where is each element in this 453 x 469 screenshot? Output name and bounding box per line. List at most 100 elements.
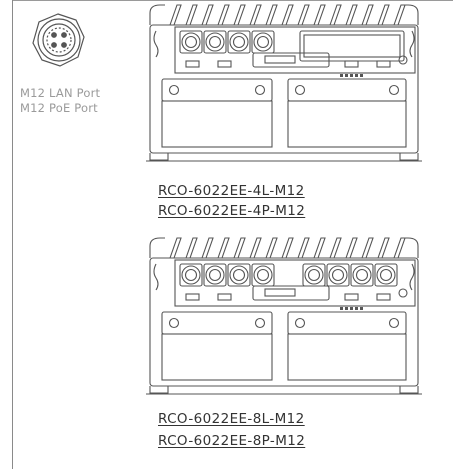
m12-lan-port-label: M12 LAN Port <box>20 86 101 100</box>
display-port-bracket <box>252 52 330 68</box>
left-divider <box>12 0 13 469</box>
led-indicator <box>355 307 358 310</box>
drive-bay-1 <box>161 311 273 381</box>
display-port-bracket <box>252 285 330 301</box>
usb-port <box>344 293 359 301</box>
heatsink-fin <box>265 237 278 259</box>
heatsink-fin <box>297 4 310 26</box>
heatsink-fin <box>361 237 374 259</box>
m12-port-icon <box>179 263 203 287</box>
io-row <box>185 285 408 310</box>
heatsink-fin <box>345 237 358 259</box>
m12-port-row <box>179 263 398 287</box>
led-indicator <box>350 307 353 310</box>
expansion-slot-inner <box>303 34 401 58</box>
side-curl-right <box>409 263 415 291</box>
model-link-4p[interactable]: RCO-6022EE-4P-M12 <box>158 203 306 219</box>
drive-bay-2 <box>287 311 407 381</box>
heatsink-fin <box>329 4 342 26</box>
heatsink-fin <box>281 237 294 259</box>
display-port <box>264 55 296 64</box>
side-curl-right <box>409 30 415 58</box>
power-button-icon <box>398 55 408 65</box>
led-indicator <box>345 307 348 310</box>
heatsink-fin <box>313 4 326 26</box>
heatsink-fin <box>201 4 214 26</box>
heatsink-fin <box>377 4 390 26</box>
heatsink-fin <box>313 237 326 259</box>
heatsink-fin <box>377 237 390 259</box>
chassis-corner-left <box>149 237 165 258</box>
led-indicator <box>355 74 358 77</box>
heatsink-fins <box>169 4 406 26</box>
m12-port-icon <box>227 263 251 287</box>
drive-bay-1 <box>161 78 273 148</box>
foot-right <box>399 386 419 394</box>
chassis-corner-left <box>149 4 165 25</box>
led-indicator <box>360 307 363 310</box>
heatsink-fin <box>233 237 246 259</box>
heatsink-fin <box>217 237 230 259</box>
led-indicator <box>345 74 348 77</box>
foot-left <box>149 153 169 161</box>
heatsink-fin <box>393 4 406 26</box>
foot-left <box>149 386 169 394</box>
usb-port <box>376 60 391 68</box>
heatsink-fin <box>169 4 182 26</box>
model-link-4l[interactable]: RCO-6022EE-4L-M12 <box>158 183 305 199</box>
m12-port-icon <box>374 263 398 287</box>
heatsink-fin <box>233 4 246 26</box>
m12-port-icon <box>350 263 374 287</box>
heatsink-fin <box>249 237 262 259</box>
heatsink-fin <box>265 4 278 26</box>
led-indicator <box>350 74 353 77</box>
led-indicator <box>340 74 343 77</box>
heatsink-fin <box>329 237 342 259</box>
usb-port <box>344 60 359 68</box>
led-indicator <box>340 307 343 310</box>
model-link-8l[interactable]: RCO-6022EE-8L-M12 <box>158 411 305 427</box>
drive-bay-2 <box>287 78 407 148</box>
m12-port-icon <box>179 30 203 54</box>
chassis-corner-right <box>403 237 419 258</box>
heatsink-fin <box>185 4 198 26</box>
heatsink-fin <box>249 4 262 26</box>
m12-poe-port-label: M12 PoE Port <box>20 101 98 115</box>
power-button-icon <box>398 288 408 298</box>
usb-port <box>217 60 232 68</box>
m12-port-icon <box>251 30 275 54</box>
device-drawing-8port <box>146 237 422 395</box>
heatsink-fins <box>169 237 406 259</box>
m12-port-icon <box>251 263 275 287</box>
chassis-corner-right <box>403 4 419 25</box>
led-indicator <box>360 74 363 77</box>
heatsink-fin <box>201 237 214 259</box>
m12-connector-icon <box>32 13 85 67</box>
m12-port-icon <box>326 263 350 287</box>
usb-port <box>185 60 200 68</box>
chassis-body <box>149 257 419 387</box>
heatsink-fin <box>281 4 294 26</box>
top-divider <box>12 0 453 1</box>
heatsink-fin <box>393 237 406 259</box>
heatsink-fin <box>297 237 310 259</box>
foot-right <box>399 153 419 161</box>
heatsink-fin <box>361 4 374 26</box>
model-link-8p[interactable]: RCO-6022EE-8P-M12 <box>158 433 306 449</box>
side-curl-left <box>153 263 159 291</box>
m12-port-icon <box>203 263 227 287</box>
heatsink-fin <box>169 237 182 259</box>
heatsink-fin <box>217 4 230 26</box>
heatsink-fin <box>185 237 198 259</box>
usb-port <box>376 293 391 301</box>
m12-port-icon <box>227 30 251 54</box>
front-panel <box>174 26 416 74</box>
io-row <box>185 52 408 77</box>
m12-port-icon <box>203 30 227 54</box>
m12-port-icon <box>302 263 326 287</box>
usb-port <box>185 293 200 301</box>
heatsink-fin <box>345 4 358 26</box>
front-panel <box>174 259 416 307</box>
side-curl-left <box>153 30 159 58</box>
